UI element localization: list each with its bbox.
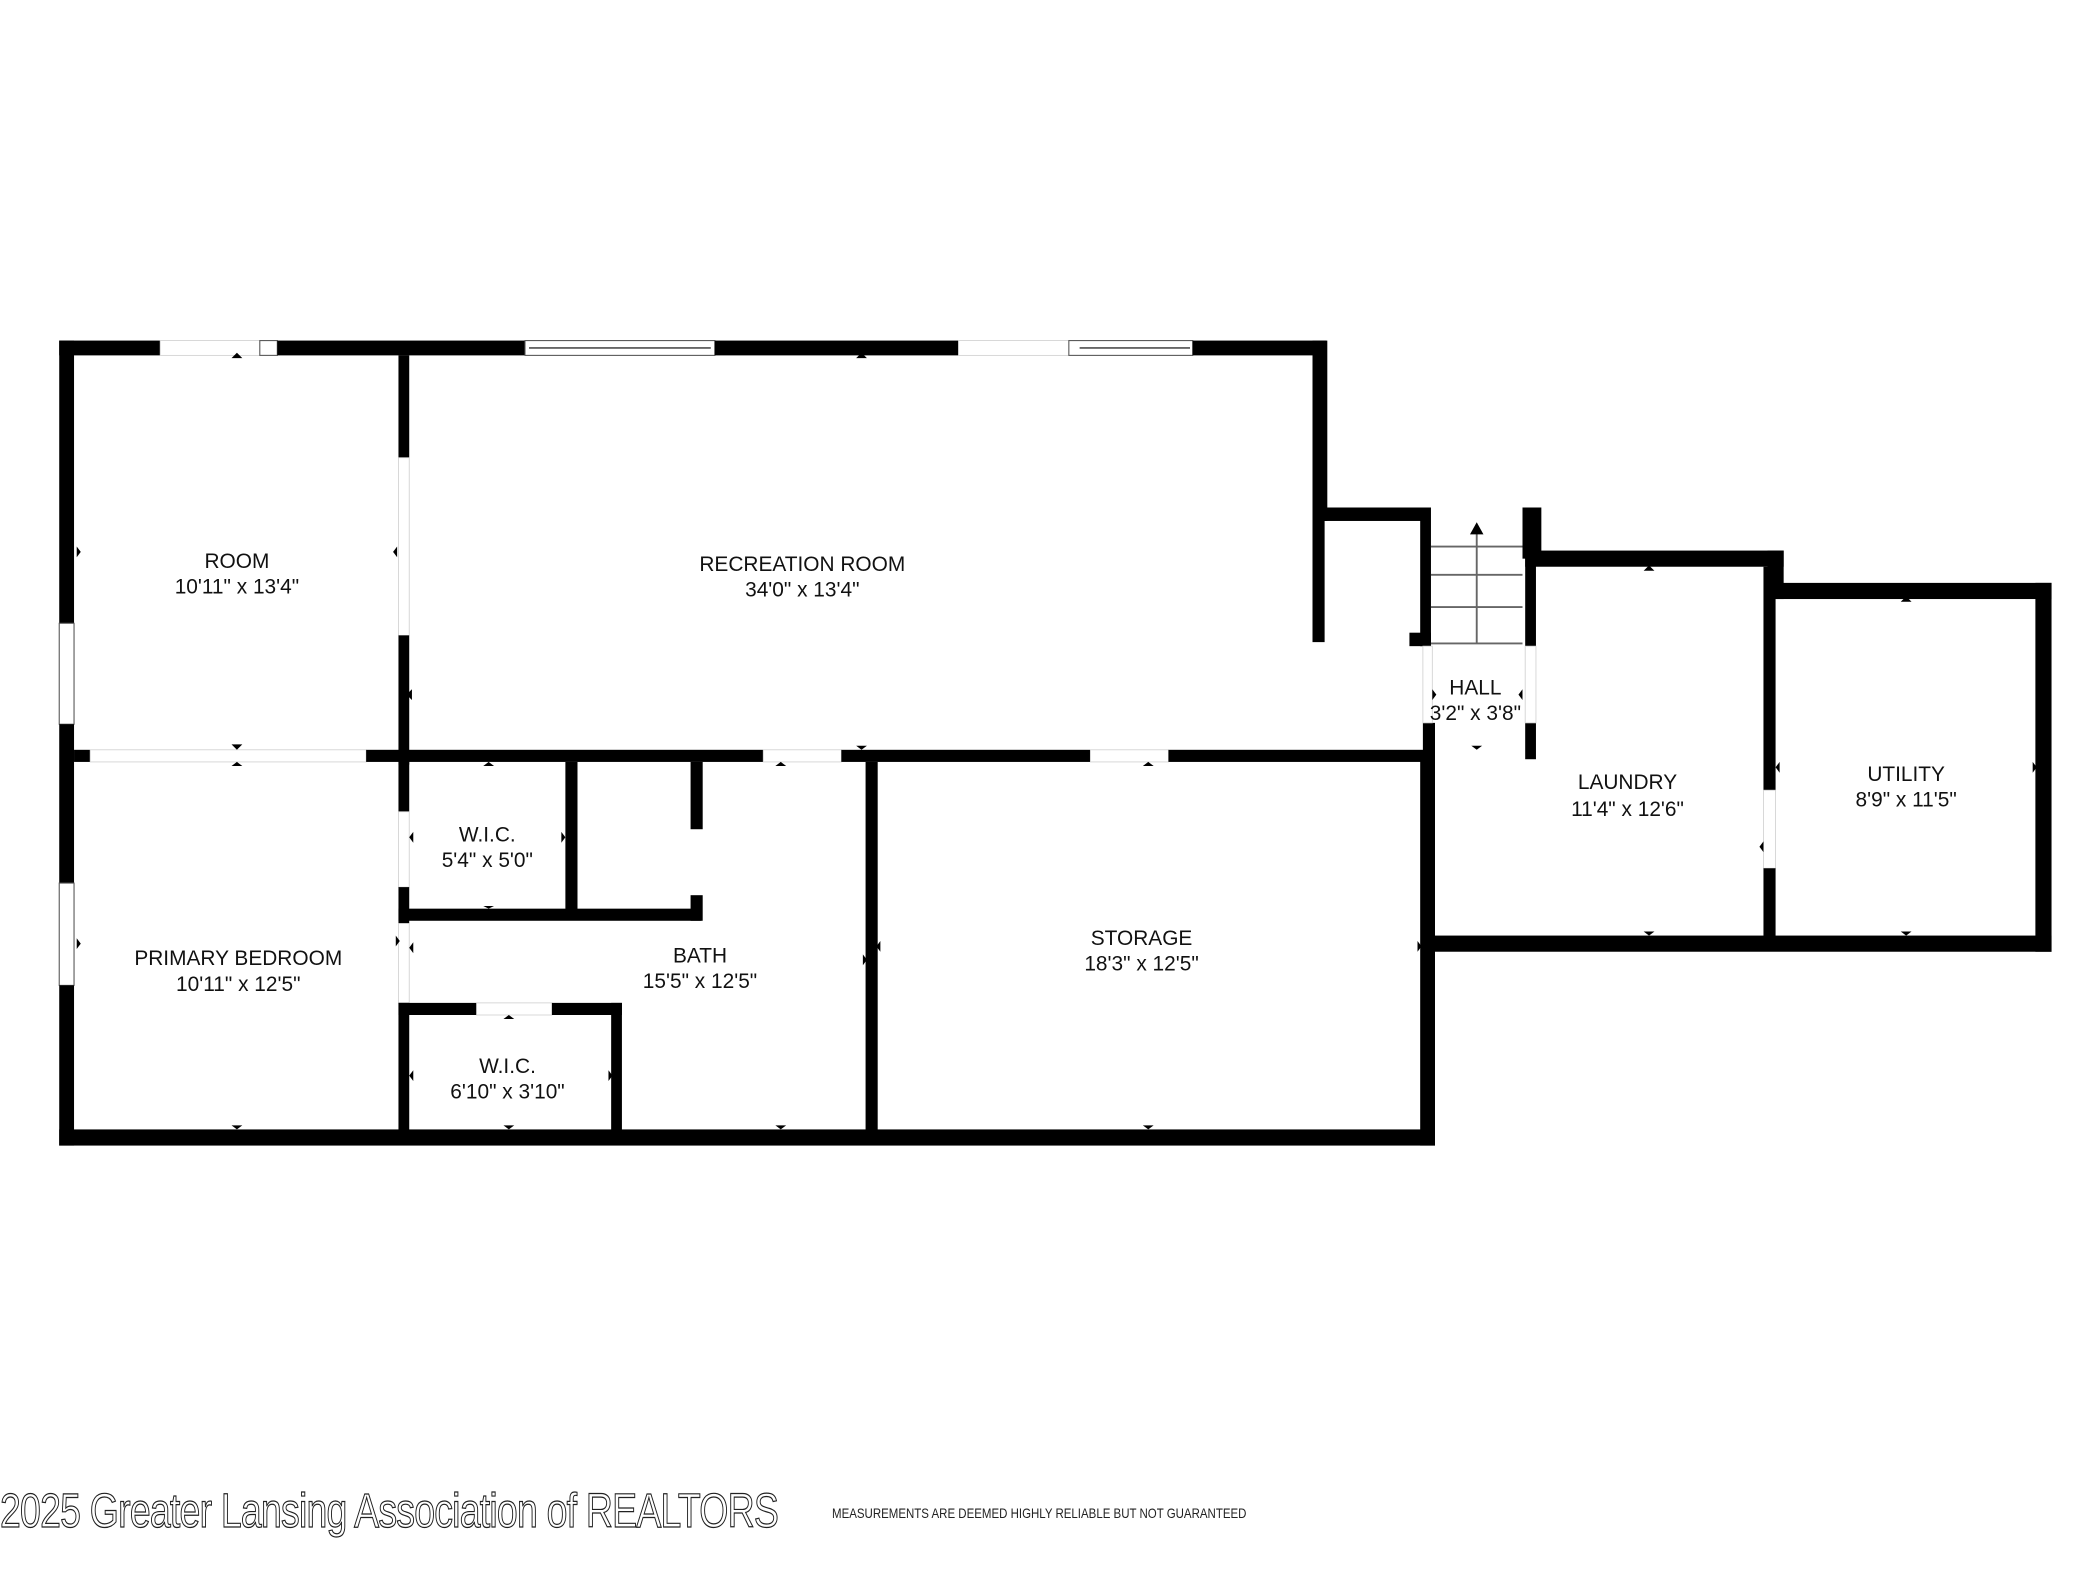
svg-text:11'4" x 12'6": 11'4" x 12'6": [1571, 798, 1684, 821]
wall: [1525, 722, 1536, 760]
wall: [398, 355, 410, 458]
wall: [1168, 749, 1425, 762]
wall: [59, 340, 75, 624]
svg-text:W.I.C.: W.I.C.: [459, 823, 516, 846]
door-opening: [398, 811, 410, 888]
room-label-wic-1: W.I.C. 5'4" x 5'0": [442, 823, 533, 872]
wall: [1525, 550, 1784, 567]
svg-text:PRIMARY BEDROOM: PRIMARY BEDROOM: [134, 947, 342, 970]
wall: [398, 887, 410, 924]
svg-text:W.I.C.: W.I.C.: [479, 1055, 536, 1078]
wall: [398, 1002, 477, 1015]
room-label-bath: BATH 15'5" x 12'5": [643, 945, 757, 994]
door-opening: [1524, 645, 1537, 724]
svg-text:15'5" x 12'5": 15'5" x 12'5": [643, 970, 757, 993]
wall: [2035, 582, 2052, 952]
wall: [59, 724, 75, 884]
wall: [1312, 520, 1325, 643]
door-opening: [1422, 645, 1433, 724]
wall: [398, 1002, 410, 1138]
svg-text:3'2" x 3'8": 3'2" x 3'8": [1430, 702, 1521, 725]
svg-text:10'11" x 13'4": 10'11" x 13'4": [175, 576, 299, 599]
svg-text:10'11" x 12'5": 10'11" x 12'5": [176, 973, 300, 996]
wall: [690, 895, 703, 921]
svg-text:ROOM: ROOM: [204, 550, 269, 573]
door-opening: [1763, 789, 1776, 869]
door-opening: [1089, 749, 1169, 763]
wall: [611, 1002, 622, 1138]
window: [58, 882, 75, 986]
wall: [865, 761, 878, 1139]
wall: [398, 761, 410, 812]
wall: [841, 749, 1091, 762]
wall: [565, 761, 578, 916]
svg-text:LAUNDRY: LAUNDRY: [1578, 771, 1677, 794]
door-opening: [159, 340, 261, 356]
room-label-hall: HALL 3'2" x 3'8": [1430, 677, 1521, 726]
wall: [1763, 566, 1776, 791]
door-opening: [958, 340, 1070, 356]
wall: [1422, 935, 2052, 952]
wall: [1409, 632, 1431, 647]
wall: [1420, 507, 1431, 647]
window: [58, 622, 75, 725]
wall: [1192, 340, 1326, 356]
svg-text:RECREATION ROOM: RECREATION ROOM: [699, 553, 905, 576]
door-opening: [398, 457, 410, 636]
room-label-utility: UTILITY 8'9" x 11'5": [1856, 763, 1957, 812]
door-opening: [89, 749, 367, 763]
room-label-room: ROOM 10'11" x 13'4": [175, 550, 299, 599]
room-label-recreation-room: RECREATION ROOM 34'0" x 13'4": [699, 553, 905, 602]
room-label-wic-2: W.I.C. 6'10" x 3'10": [450, 1055, 564, 1104]
wall: [277, 340, 525, 356]
wall: [1763, 868, 1776, 944]
wall: [74, 749, 91, 762]
door-opening: [762, 749, 842, 763]
svg-text:34'0" x 13'4": 34'0" x 13'4": [745, 578, 859, 601]
door-opening: [398, 923, 410, 1004]
svg-text:18'3" x 12'5": 18'3" x 12'5": [1084, 953, 1198, 976]
room-label-laundry: LAUNDRY 11'4" x 12'6": [1571, 771, 1684, 821]
wall: [1312, 507, 1430, 521]
door-opening: [476, 1002, 553, 1016]
disclaimer-text: MEASUREMENTS ARE DEEMED HIGHLY RELIABLE …: [832, 1505, 1247, 1521]
wall: [714, 340, 959, 356]
room-label-primary-bedroom: PRIMARY BEDROOM 10'11" x 12'5": [134, 947, 342, 996]
svg-text:BATH: BATH: [673, 945, 727, 968]
wall: [366, 749, 764, 762]
svg-text:STORAGE: STORAGE: [1091, 927, 1193, 950]
wall: [59, 340, 161, 356]
wall: [1767, 582, 2052, 600]
wall: [59, 1129, 1436, 1146]
wall: [398, 635, 410, 765]
window: [259, 340, 278, 356]
wall: [1525, 507, 1536, 647]
wall: [398, 908, 702, 921]
wall: [1312, 340, 1328, 521]
watermark-text: 2025 Greater Lansing Association of REAL…: [0, 1484, 779, 1538]
svg-text:8'9" x 11'5": 8'9" x 11'5": [1856, 788, 1957, 811]
svg-text:6'10" x 3'10": 6'10" x 3'10": [450, 1080, 564, 1103]
wall: [690, 761, 703, 830]
room-label-storage: STORAGE 18'3" x 12'5": [1084, 927, 1198, 976]
svg-text:UTILITY: UTILITY: [1867, 763, 1945, 786]
svg-text:HALL: HALL: [1449, 677, 1501, 700]
wall: [551, 1002, 622, 1015]
wall: [59, 985, 75, 1146]
svg-text:5'4" x 5'0": 5'4" x 5'0": [442, 849, 533, 872]
wall: [1420, 753, 1435, 1146]
